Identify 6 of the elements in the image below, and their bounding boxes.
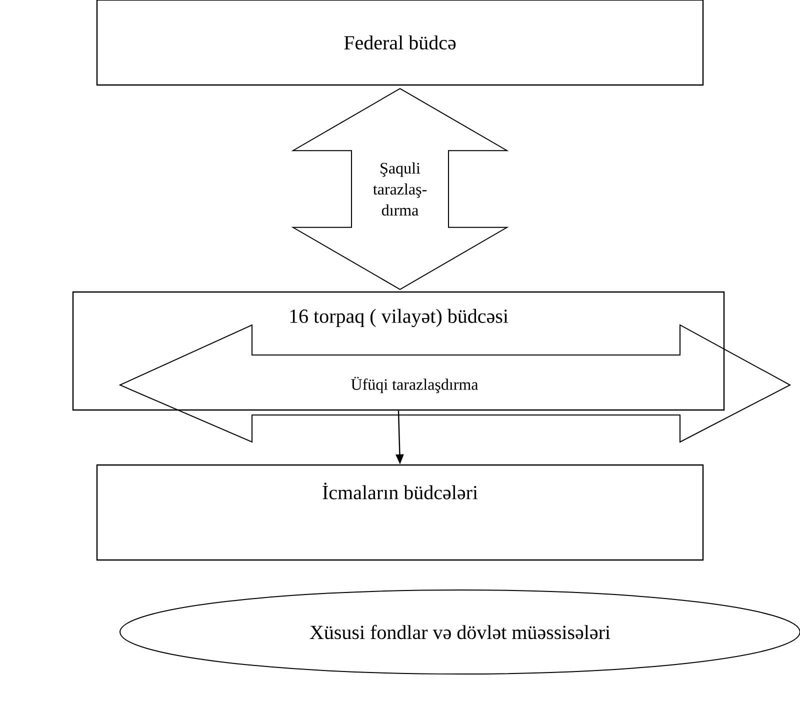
double-arrow — [291, 88, 509, 290]
budget-box: Federal büdcə — [96, 0, 704, 86]
budget-box: İcmaların büdcələri — [96, 464, 704, 561]
edge-label: Şaquli tarazlaş- dırma — [373, 162, 427, 216]
arrow-label: Üfüqi tarazlaşdırma — [351, 376, 478, 394]
ellipse-node: Xüsusi fondlar və dövlət müəssisələri — [120, 590, 800, 674]
